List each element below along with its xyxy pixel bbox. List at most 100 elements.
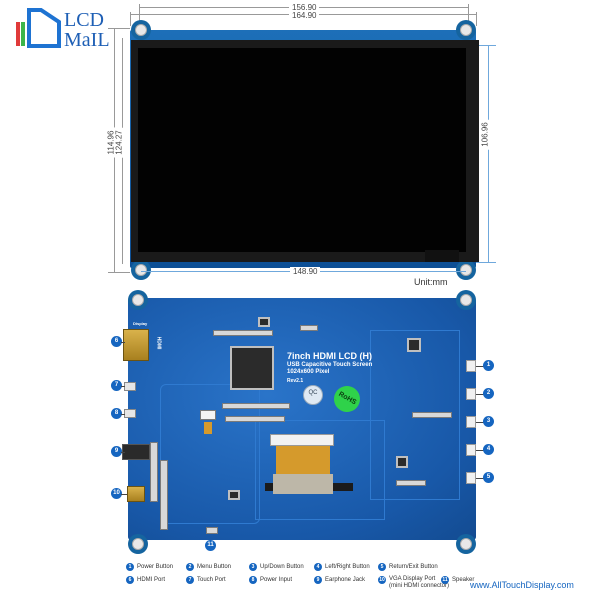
legend-label: Touch Port <box>197 577 226 583</box>
hdmi-port <box>123 329 149 361</box>
callout-4: 4 <box>483 444 494 455</box>
smd-components <box>222 403 290 409</box>
smd-components <box>160 460 168 530</box>
legend-number: 5 <box>378 563 386 571</box>
ic-chip <box>407 338 421 352</box>
dim-label-left-inner: 124.27 <box>114 127 124 158</box>
mini-hdmi-port <box>127 486 145 502</box>
board-resolution: 1024x600 Pixel <box>287 369 330 375</box>
leader-line <box>121 414 125 415</box>
legend-number: 6 <box>126 576 134 584</box>
leader-line <box>476 478 484 479</box>
leader-line <box>476 422 484 423</box>
logo-text-lcd: LCD <box>64 9 104 31</box>
smd-components <box>396 480 426 486</box>
legend-number: 3 <box>249 563 257 571</box>
leader-line <box>121 386 125 387</box>
qc-badge: QC <box>303 385 323 405</box>
mount-hole <box>456 534 476 554</box>
legend-number: 9 <box>314 576 322 584</box>
return-exit-button[interactable] <box>466 472 476 484</box>
dim-tick <box>476 12 477 26</box>
legend-item: 6 HDMI Port <box>126 576 165 584</box>
ic-chip <box>396 456 408 468</box>
callout-1: 1 <box>483 360 494 371</box>
dim-label-top-outer: 156.90 <box>289 3 320 12</box>
legend-label: Up/Down Button <box>260 564 304 570</box>
speaker-connector <box>206 527 218 534</box>
logo-red-bar <box>16 22 20 46</box>
legend-number: 4 <box>314 563 322 571</box>
callout-7: 7 <box>111 380 122 391</box>
website-link[interactable]: www.AllTouchDisplay.com <box>470 580 574 590</box>
board-subtitle: USB Capacitive Touch Screen <box>287 362 373 368</box>
callout-10: 10 <box>111 488 122 499</box>
ic-chip <box>258 317 270 327</box>
legend-item: 5 Return/Exit Button <box>378 563 438 571</box>
legend-item: 11 Speaker <box>441 576 474 584</box>
legend-item: 9 Earphone Jack <box>314 576 365 584</box>
dim-line-right <box>488 45 489 262</box>
leader-line <box>476 366 484 367</box>
small-connector <box>200 410 216 420</box>
legend-label: VGA Display Port <box>389 576 436 582</box>
legend-number: 1 <box>126 563 134 571</box>
callout-6: 6 <box>111 336 122 347</box>
mount-hole <box>131 20 151 40</box>
legend-item: 4 Left/Right Button <box>314 563 370 571</box>
power-usb-port <box>124 409 136 418</box>
left-right-button[interactable] <box>466 444 476 456</box>
display-silk: Display <box>133 321 148 326</box>
logo-frame-icon <box>27 8 61 48</box>
lcdmall-logo: LCD MaIL <box>8 6 118 50</box>
legend-item: 3 Up/Down Button <box>249 563 304 571</box>
logo-text-mall: MaIL <box>64 29 110 51</box>
unit-label: Unit:mm <box>414 277 448 287</box>
ic-chip <box>228 490 240 500</box>
fpc-connector-top <box>270 434 334 446</box>
earphone-jack <box>122 444 150 460</box>
legend-label: Left/Right Button <box>325 564 370 570</box>
callout-8: 8 <box>111 408 122 419</box>
logo-green-bar <box>21 22 25 46</box>
smd-components <box>412 412 452 418</box>
power-button[interactable] <box>466 360 476 372</box>
legend-number: 2 <box>186 563 194 571</box>
legend-item: 8 Power Input <box>249 576 292 584</box>
board-title: 7inch HDMI LCD (H) <box>287 351 372 361</box>
mount-hole <box>456 260 476 280</box>
legend-label: Power Input <box>260 577 293 583</box>
up-down-button[interactable] <box>466 416 476 428</box>
legend-label: Speaker <box>452 577 475 583</box>
pcb-trace <box>370 330 460 500</box>
dim-tick <box>130 12 131 26</box>
legend-number: 7 <box>186 576 194 584</box>
lcd-flex-cable <box>425 250 459 262</box>
legend-label: Menu Button <box>197 564 232 570</box>
legend-item: 2 Menu Button <box>186 563 231 571</box>
leader-line <box>121 452 125 453</box>
dim-label-bottom: 148.90 <box>290 267 321 276</box>
dim-tick <box>476 262 496 263</box>
legend-number: 11 <box>441 576 449 584</box>
legend-item: 7 Touch Port <box>186 576 226 584</box>
menu-button[interactable] <box>466 388 476 400</box>
fpc-ribbon <box>276 446 330 476</box>
legend-item: 1 Power Button <box>126 563 173 571</box>
lcd-screen <box>138 48 466 252</box>
leader-line <box>476 450 484 451</box>
legend-label: Earphone Jack <box>325 577 366 583</box>
main-ic-chip <box>230 346 274 390</box>
leader-line <box>121 342 125 343</box>
fpc-connector <box>273 474 333 494</box>
smd-components <box>225 416 285 422</box>
dim-tick <box>108 28 130 29</box>
legend-item: 10 VGA Display Port (mini HDMI connector… <box>378 576 449 590</box>
callout-5: 5 <box>483 472 494 483</box>
mount-hole <box>131 260 151 280</box>
smd-components <box>300 325 318 331</box>
callout-3: 3 <box>483 416 494 427</box>
legend-label-sub: (mini HDMI connector) <box>389 583 450 589</box>
pcb-trace <box>160 384 260 524</box>
dim-tick <box>108 272 130 273</box>
